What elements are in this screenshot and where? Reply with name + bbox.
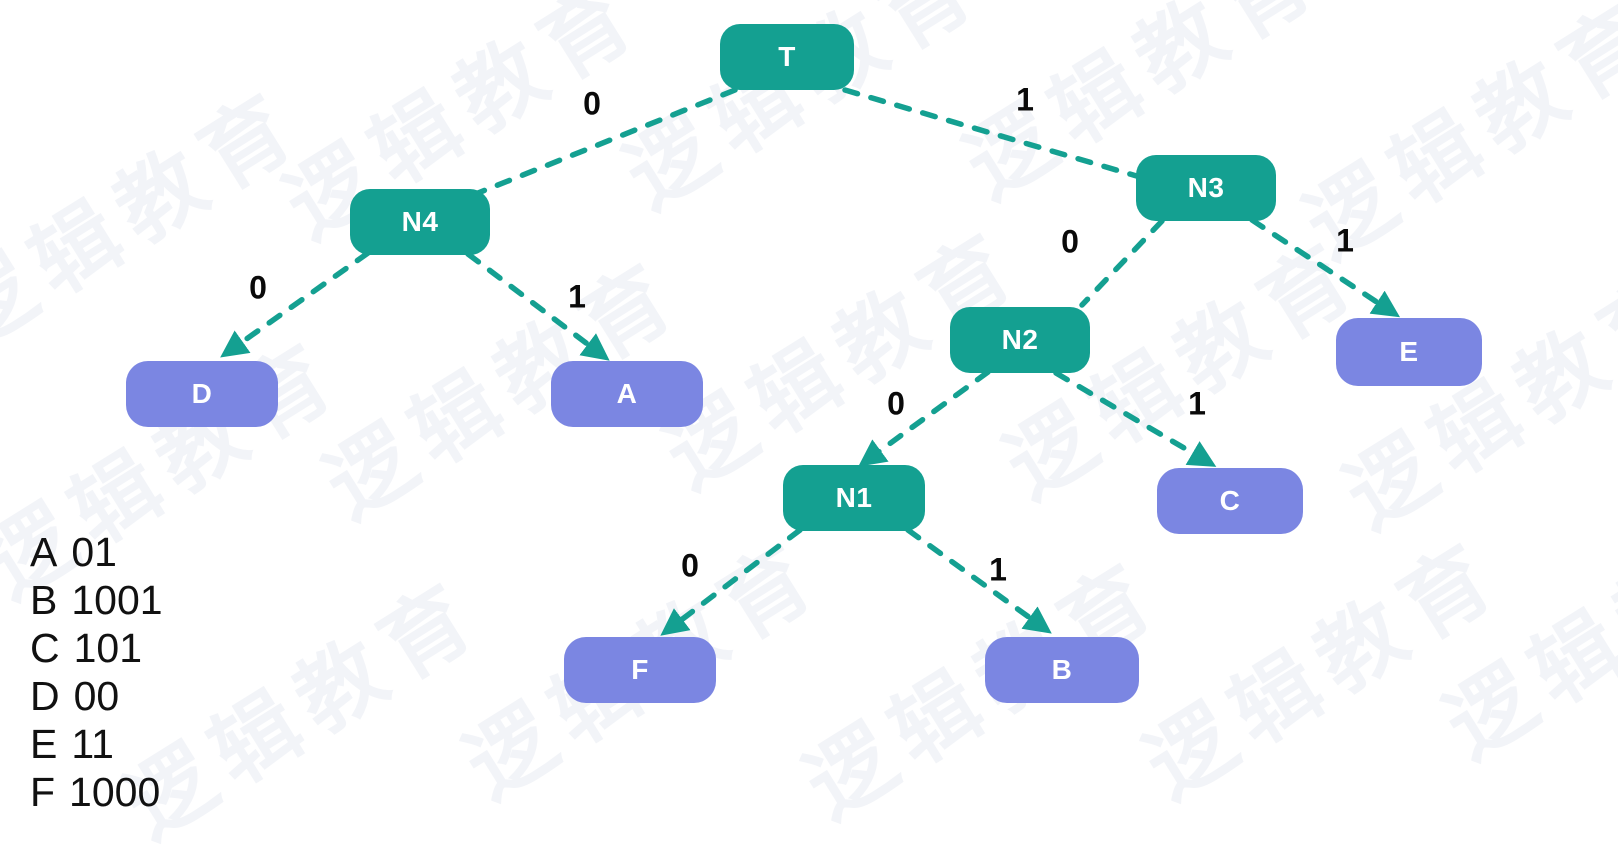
tree-node-E: E [1336,318,1482,386]
edge-label-T-N4: 0 [583,85,601,122]
edge-N2-C [1053,370,1217,467]
edge-N3-E [1249,217,1401,318]
edge-N1-F [660,527,803,636]
tree-node-T: T [720,24,854,90]
code-symbol: A [30,529,58,575]
code-value: 00 [73,673,120,719]
tree-node-B: B [985,637,1139,703]
edge-N3-N2 [1079,218,1165,308]
edge-label-N1-F: 0 [681,547,699,584]
edge-label-N4-A: 1 [568,278,586,315]
edge-T-N3 [842,87,1143,180]
edge-T-N4 [475,87,738,196]
tree-node-N4: N4 [350,189,490,255]
code-value: 1001 [71,577,163,623]
code-value: 01 [71,529,117,575]
code-symbol: F [30,769,56,815]
code-value: 1000 [69,769,161,815]
code-symbol: D [30,673,60,719]
tree-node-D: D [126,361,278,427]
edge-N4-A [465,251,610,361]
tree-node-N2: N2 [950,307,1090,373]
code-value: 11 [71,721,114,767]
code-list: A 01 B 1001 C 101 D 00 E 11 F 1000 [30,528,163,816]
edge-label-N2-C: 1 [1188,385,1206,422]
code-entry-E: E 11 [30,720,163,768]
edge-N1-B [905,527,1052,634]
code-symbol: B [30,577,58,623]
code-symbol: E [30,721,58,767]
tree-node-F: F [564,637,716,703]
code-value: 101 [73,625,143,671]
code-entry-D: D 00 [30,672,163,720]
tree-node-C: C [1157,468,1303,534]
code-entry-B: B 1001 [30,576,163,624]
edge-label-N1-B: 1 [989,551,1007,588]
code-entry-F: F 1000 [30,768,163,816]
code-entry-A: A 01 [30,528,163,576]
code-entry-C: C 101 [30,624,163,672]
tree-node-N3: N3 [1136,155,1276,221]
edge-label-T-N3: 1 [1016,81,1034,118]
edge-N2-N1 [858,369,991,467]
edge-label-N3-N2: 0 [1061,223,1079,260]
edge-label-N2-N1: 0 [887,385,905,422]
edge-label-N4-D: 0 [249,269,267,306]
tree-node-A: A [551,361,703,427]
edge-N4-D [220,250,371,358]
edge-label-N3-E: 1 [1336,222,1354,259]
tree-node-N1: N1 [783,465,925,531]
code-symbol: C [30,625,60,671]
